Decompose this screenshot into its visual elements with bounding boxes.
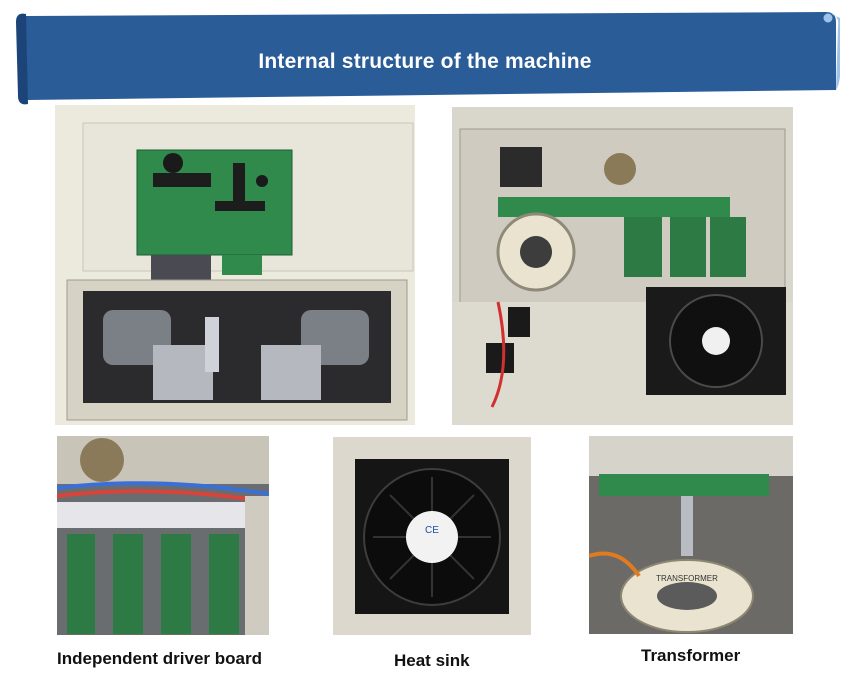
- caption-driver-board: Independent driver board: [57, 649, 262, 668]
- transformer-photo: TRANSFORMER: [589, 436, 793, 634]
- page-title: Internal structure of the machine: [258, 50, 592, 73]
- driver-board-photo: [57, 436, 269, 635]
- caption-heat-sink: Heat sink: [394, 651, 470, 670]
- fan-label-ce: CE: [425, 525, 439, 536]
- title-banner: [16, 12, 840, 105]
- transformer-coil-label: TRANSFORMER: [656, 574, 718, 583]
- heat-sink-photo: CE: [333, 437, 531, 635]
- control-board-photo: [55, 105, 415, 425]
- caption-transformer: Transformer: [641, 646, 741, 665]
- internal-wiring-photo: [452, 107, 793, 425]
